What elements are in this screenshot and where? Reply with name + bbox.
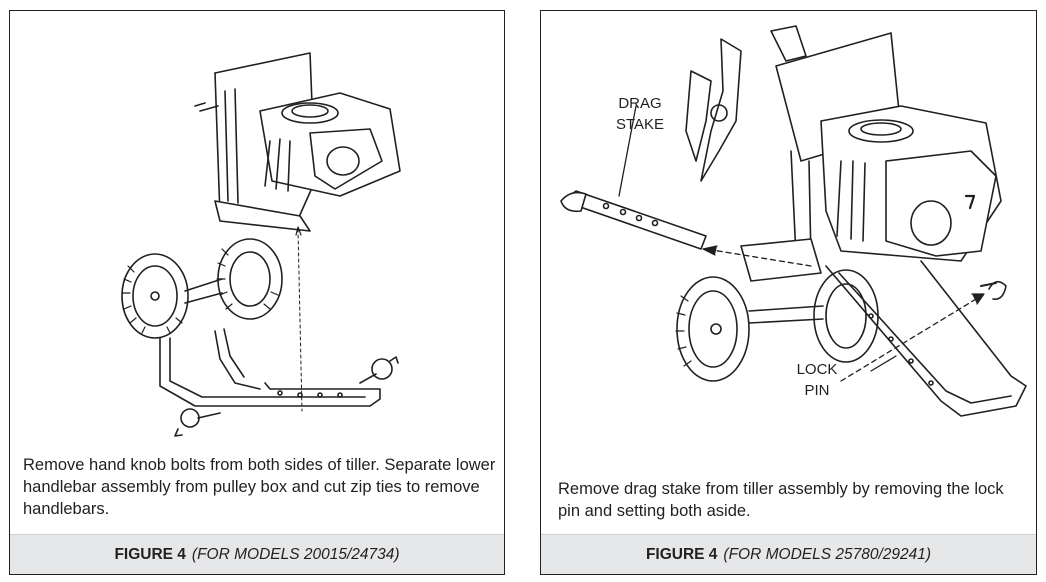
figure-models: (FOR MODELS 20015/24734) — [191, 545, 400, 563]
figure-models: (FOR MODELS 25780/29241) — [723, 545, 932, 563]
figure-caption-right: Remove drag stake from tiller assembly b… — [558, 480, 1004, 520]
figure-number: FIGURE 4 — [645, 545, 718, 563]
figure-label-bar-right: FIGURE 4 (FOR MODELS 25780/29241) — [541, 534, 1036, 574]
figure-panel-right: DRAG STAKE LOCK PIN Remove drag stake fr… — [540, 10, 1037, 575]
drag-stake-callout: DRAG STAKE — [615, 95, 665, 133]
tiller-illustration-right — [560, 25, 1027, 417]
lock-pin-callout: LOCK PIN — [796, 361, 838, 399]
tiller-illustration-left — [121, 52, 401, 437]
figure-label-bar-left: FIGURE 4 (FOR MODELS 20015/24734) — [10, 534, 504, 574]
figure-panel-left: Remove hand knob bolts from both sides o… — [9, 10, 505, 575]
figure-caption-left: Remove hand knob bolts from both sides o… — [23, 456, 496, 518]
figure-number: FIGURE 4 — [114, 545, 186, 563]
